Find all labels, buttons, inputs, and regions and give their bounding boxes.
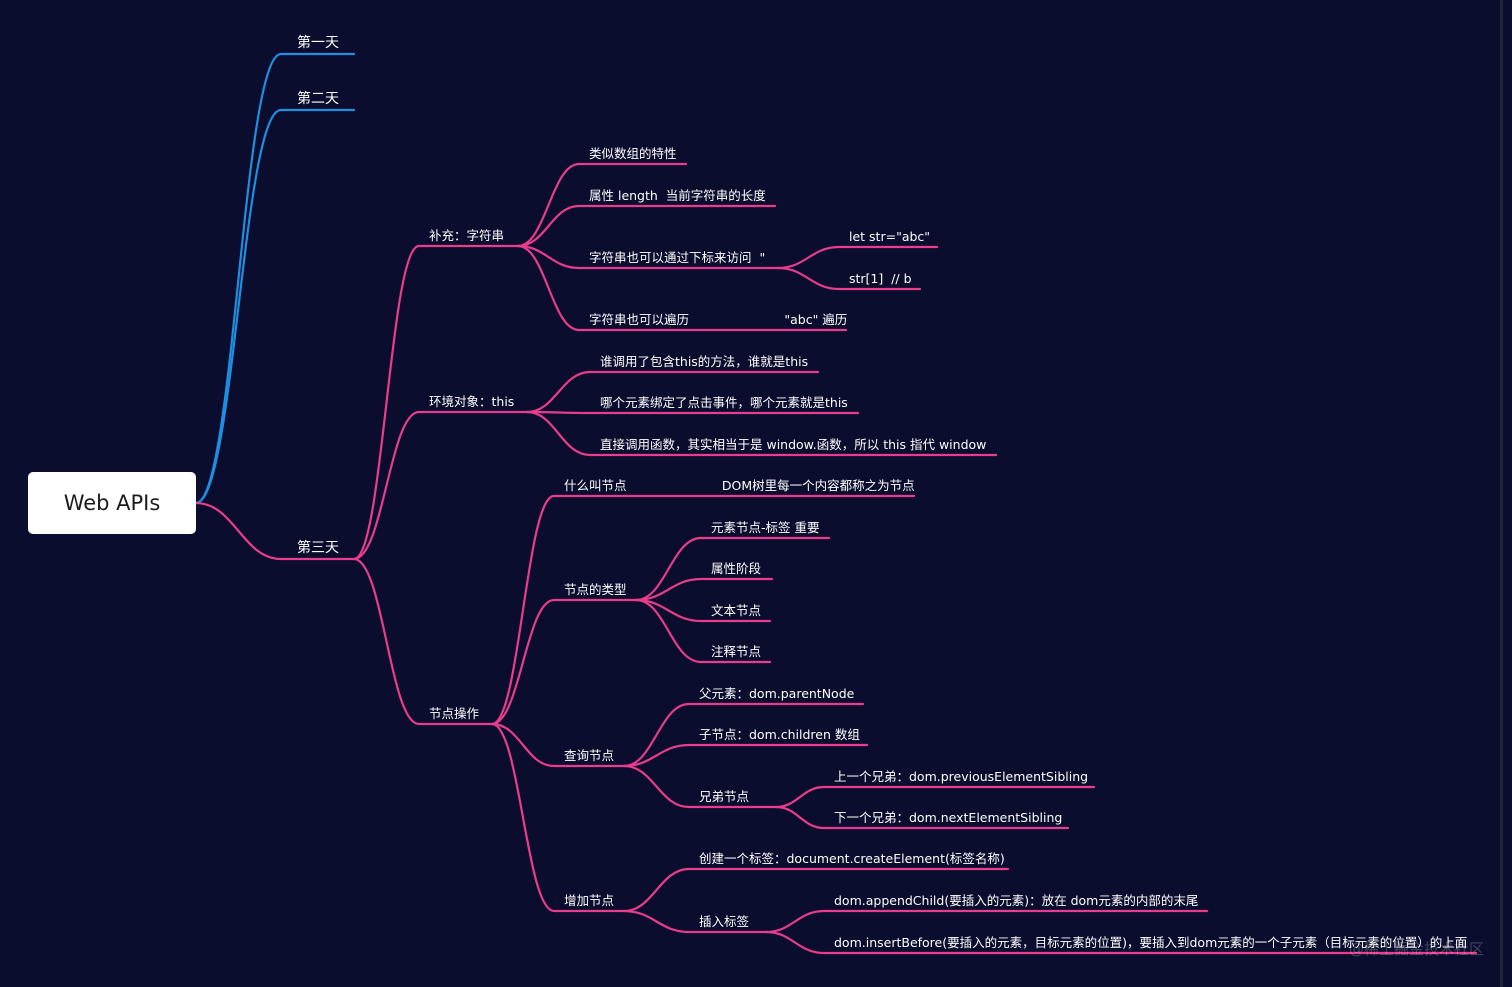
- edge-length-prop: [516, 204, 777, 248]
- node-node-types[interactable]: 节点的类型: [564, 582, 627, 597]
- node-element-node[interactable]: 元素节点-标签 重要: [711, 520, 820, 535]
- node-index-access[interactable]: 字符串也可以通过下标来访问 ": [589, 250, 766, 265]
- edge-add-node: [490, 722, 626, 913]
- node-child-nodes[interactable]: 子节点：dom.children 数组: [699, 727, 860, 742]
- node-sibling-nodes[interactable]: 兄弟节点: [699, 789, 750, 804]
- edge-comment-node: [634, 598, 772, 664]
- node-traverse[interactable]: 字符串也可以遍历 "abc" 遍历: [589, 312, 848, 327]
- edge-attr-node: [634, 577, 774, 602]
- edge-insert-before: [764, 930, 1478, 955]
- node-env-this[interactable]: 环境对象：this: [429, 394, 515, 409]
- node-str-index[interactable]: str[1] // b: [849, 271, 912, 286]
- edge-node-ops: [352, 557, 494, 726]
- node-add-node[interactable]: 增加节点: [564, 893, 615, 908]
- node-attr-node[interactable]: 属性阶段: [711, 561, 762, 576]
- node-length-prop[interactable]: 属性 length 当前字符串的长度: [589, 188, 766, 203]
- edge-node-types: [490, 598, 638, 726]
- node-append-child[interactable]: dom.appendChild(要插入的元素)：放在 dom元素的内部的末尾: [834, 893, 1199, 908]
- node-day3[interactable]: 第三天: [297, 540, 339, 556]
- node-insert-tag[interactable]: 插入标签: [699, 914, 750, 929]
- watermark: @稀土掘金技术社区: [1348, 940, 1484, 958]
- node-what-node[interactable]: 什么叫节点 DOM树里每一个内容都称之为节点: [564, 478, 915, 493]
- node-string-supplement[interactable]: 补充：字符串: [429, 228, 505, 243]
- edge-day2: [194, 108, 356, 505]
- edge-this-caller: [525, 370, 820, 414]
- edge-next-sibling: [774, 805, 1070, 830]
- edge-string-supplement: [352, 244, 520, 561]
- edge-create-tag: [622, 867, 1010, 913]
- right-scroll-edge: [1500, 0, 1503, 987]
- node-insert-before[interactable]: dom.insertBefore(要插入的元素，目标元素的位置)，要插入到dom…: [834, 935, 1468, 950]
- node-text-node[interactable]: 文本节点: [711, 603, 762, 618]
- node-this-caller[interactable]: 谁调用了包含this的方法，谁就是this: [600, 354, 809, 369]
- edge-query-node: [490, 722, 626, 768]
- edge-this-event: [525, 410, 860, 415]
- edge-this-window: [525, 410, 998, 457]
- node-next-sibling[interactable]: 下一个兄弟：dom.nextElementSibling: [834, 810, 1063, 825]
- node-this-window[interactable]: 直接调用函数，其实相当于是 window.函数，所以 this 指代 windo…: [600, 437, 987, 452]
- edge-let-str: [776, 245, 939, 270]
- edge-env-this: [352, 410, 529, 561]
- edge-traverse: [516, 244, 848, 332]
- node-node-ops[interactable]: 节点操作: [429, 706, 480, 721]
- node-this-event[interactable]: 哪个元素绑定了点击事件，哪个元素就是this: [600, 395, 848, 410]
- node-comment-node[interactable]: 注释节点: [711, 644, 762, 659]
- node-day1[interactable]: 第一天: [297, 35, 339, 51]
- node-let-str[interactable]: let str="abc": [849, 229, 931, 244]
- edge-array-like: [516, 162, 688, 248]
- edge-index-access: [516, 244, 780, 270]
- node-query-node[interactable]: 查询节点: [564, 748, 615, 763]
- edge-str-index: [776, 266, 922, 291]
- edge-prev-sibling: [774, 785, 1096, 809]
- edge-parent-el: [622, 702, 865, 768]
- edge-sibling-nodes: [622, 764, 778, 809]
- node-create-tag[interactable]: 创建一个标签：document.createElement(标签名称): [699, 851, 1005, 866]
- edge-append-child: [764, 909, 1209, 934]
- node-array-like[interactable]: 类似数组的特性: [589, 146, 677, 161]
- root-node[interactable]: Web APIs: [28, 472, 196, 534]
- node-parent-el[interactable]: 父元素：dom.parentNode: [699, 686, 855, 701]
- root-label: Web APIs: [63, 491, 161, 515]
- node-day2[interactable]: 第二天: [297, 91, 339, 107]
- edge-insert-tag: [622, 909, 768, 934]
- edge-what-node: [490, 494, 916, 726]
- node-prev-sibling[interactable]: 上一个兄弟：dom.previousElementSibling: [834, 769, 1089, 784]
- edge-text-node: [634, 598, 772, 623]
- edge-element-node: [634, 536, 831, 602]
- edge-child-nodes: [622, 743, 869, 768]
- edge-day1: [194, 52, 356, 505]
- edge-day3: [194, 501, 356, 561]
